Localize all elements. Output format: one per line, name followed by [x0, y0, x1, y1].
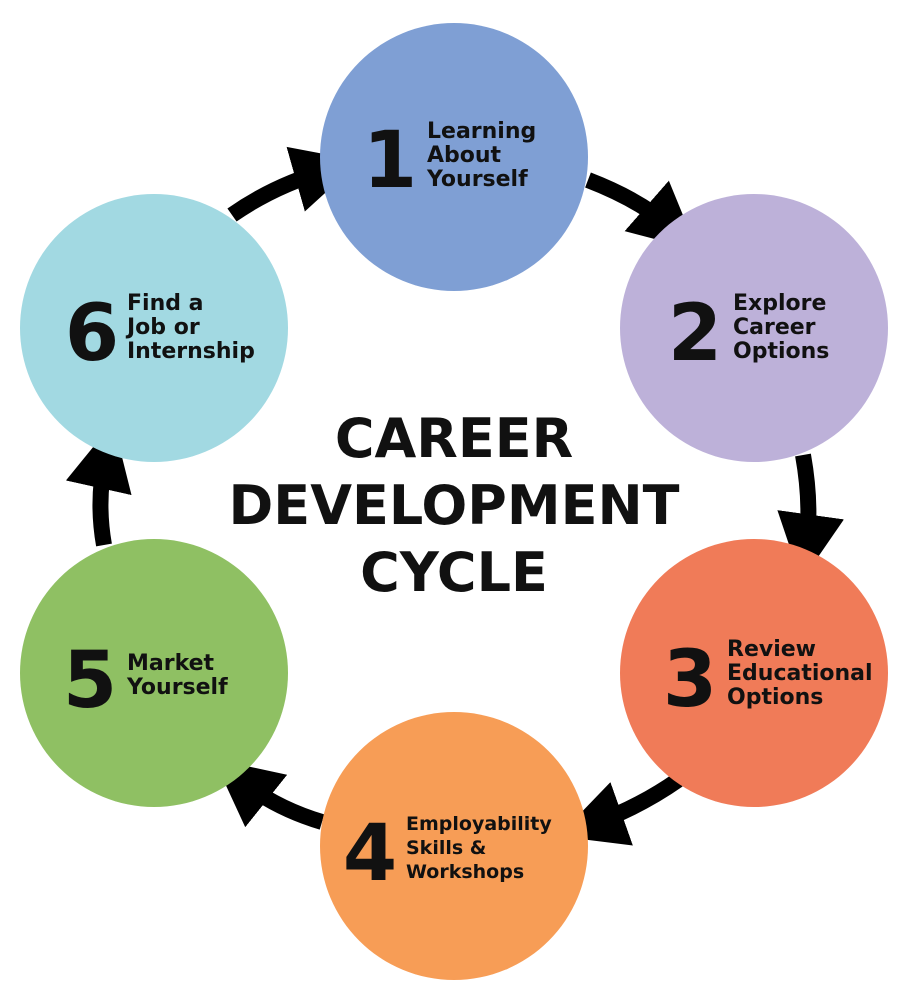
step-2-circle: [620, 194, 888, 462]
step-6-number: 6: [65, 289, 119, 379]
title-line-2: DEVELOPMENT: [228, 474, 679, 537]
step-1: 1 Learning About Yourself: [320, 23, 588, 291]
cycle-arrows: [65, 146, 844, 846]
arrow-4-to-5: [213, 759, 325, 830]
title-line-1: CAREER: [335, 407, 573, 470]
step-3-label: Review Educational Options: [727, 637, 880, 710]
center-title: CAREER DEVELOPMENT CYCLE: [228, 407, 679, 604]
arrow-3-to-4: [558, 773, 683, 846]
step-3-circle: [620, 539, 888, 807]
step-1-label: Learning About Yourself: [426, 119, 544, 192]
step-6: 6 Find a Job or Internship: [20, 194, 288, 462]
step-1-number: 1: [363, 116, 417, 206]
step-5-circle: [20, 539, 288, 807]
arrow-2-to-3: [777, 453, 844, 582]
step-4-circle: [320, 712, 588, 980]
step-3: 3 Review Educational Options: [620, 539, 888, 807]
step-5-number: 5: [63, 636, 117, 726]
title-line-3: CYCLE: [360, 541, 548, 604]
step-4-number: 4: [343, 809, 397, 899]
arrow-6-to-1: [227, 146, 361, 222]
step-5-label: Market Yourself: [126, 651, 228, 700]
step-2-label: Explore Career Options: [733, 291, 834, 364]
step-6-circle: [20, 194, 288, 462]
arrow-5-to-6: [65, 422, 132, 547]
step-2: 2 Explore Career Options: [620, 194, 888, 462]
step-2-number: 2: [668, 289, 722, 379]
step-4: 4 Employability Skills & Workshops: [320, 712, 588, 980]
step-4-label: Employability Skills & Workshops: [406, 813, 558, 883]
step-1-circle: [320, 23, 588, 291]
step-3-number: 3: [663, 635, 717, 725]
step-6-label: Find a Job or Internship: [125, 291, 255, 364]
step-5: 5 Market Yourself: [20, 539, 288, 807]
arrow-1-to-2: [585, 172, 698, 251]
